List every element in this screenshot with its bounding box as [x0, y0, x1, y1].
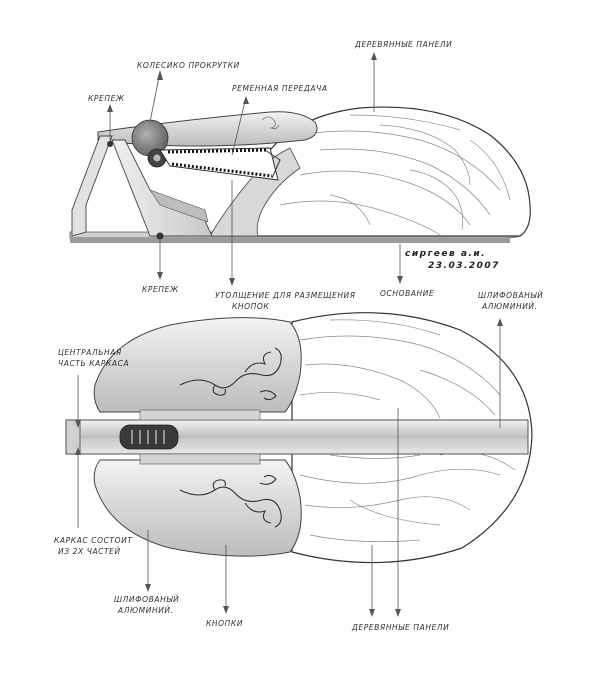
label-polished-aluminum-bottom-line2: алюминий.	[117, 606, 174, 615]
leader-lines	[75, 52, 503, 617]
aluminum-button-top-right	[93, 459, 302, 557]
ornament-side	[261, 116, 280, 129]
label-polished-aluminum-top-line2: алюминий.	[481, 302, 538, 311]
label-frame-two-parts-line1: каркас состоит	[54, 536, 133, 545]
base-shadow	[70, 238, 510, 243]
aluminum-button-side	[97, 111, 318, 147]
label-frame-two-parts-line2: из 2х частей	[58, 547, 121, 556]
ornament-lower	[179, 474, 282, 528]
button-thickening	[209, 147, 301, 237]
label-polished-aluminum-top-line1: шлифованый	[478, 291, 543, 300]
label-central-frame-line1: центральная	[58, 348, 122, 357]
drive-pulley-hub	[153, 154, 161, 162]
scroll-wheel-top	[119, 424, 179, 450]
label-buttons: кнопки	[206, 619, 243, 628]
ornament-upper	[179, 347, 282, 401]
frame-arm	[149, 189, 209, 223]
belt-drive-graphic	[159, 147, 281, 181]
mount-screw-top	[107, 141, 113, 147]
top-view	[65, 312, 533, 564]
label-polished-aluminum-bottom-line1: шлифованый	[114, 595, 179, 604]
label-base: основание	[380, 289, 434, 298]
button-tab-upper	[139, 409, 261, 421]
side-view	[69, 106, 531, 243]
label-wood-panels-top: деревянные панели	[354, 40, 452, 49]
button-tab-lower	[139, 453, 261, 465]
frame-outline	[71, 135, 113, 237]
aluminum-button-top-left	[93, 317, 302, 413]
label-mount-bottom: крепеж	[142, 285, 179, 294]
mount-screw-bottom	[156, 232, 164, 240]
label-date: 23.03.2007	[428, 261, 500, 271]
label-scroll-wheel: колесико прокрутки	[137, 61, 240, 70]
scroll-wheel-ribs	[131, 430, 165, 444]
label-central-frame-line2: часть каркаса	[58, 359, 129, 368]
label-belt-drive: ременная передача	[232, 84, 328, 93]
label-thickening-line2: кнопок	[232, 302, 269, 311]
label-mount-top: крепеж	[88, 94, 125, 103]
wood-grain-side	[279, 114, 511, 236]
label-signature: сиргеев а.и.	[405, 249, 486, 259]
label-wood-panels-bottom: деревянные панели	[351, 623, 449, 632]
annotations: деревянные панели колесико прокрутки кре…	[54, 40, 543, 632]
label-thickening-line1: утолщение для размещения	[215, 291, 356, 300]
